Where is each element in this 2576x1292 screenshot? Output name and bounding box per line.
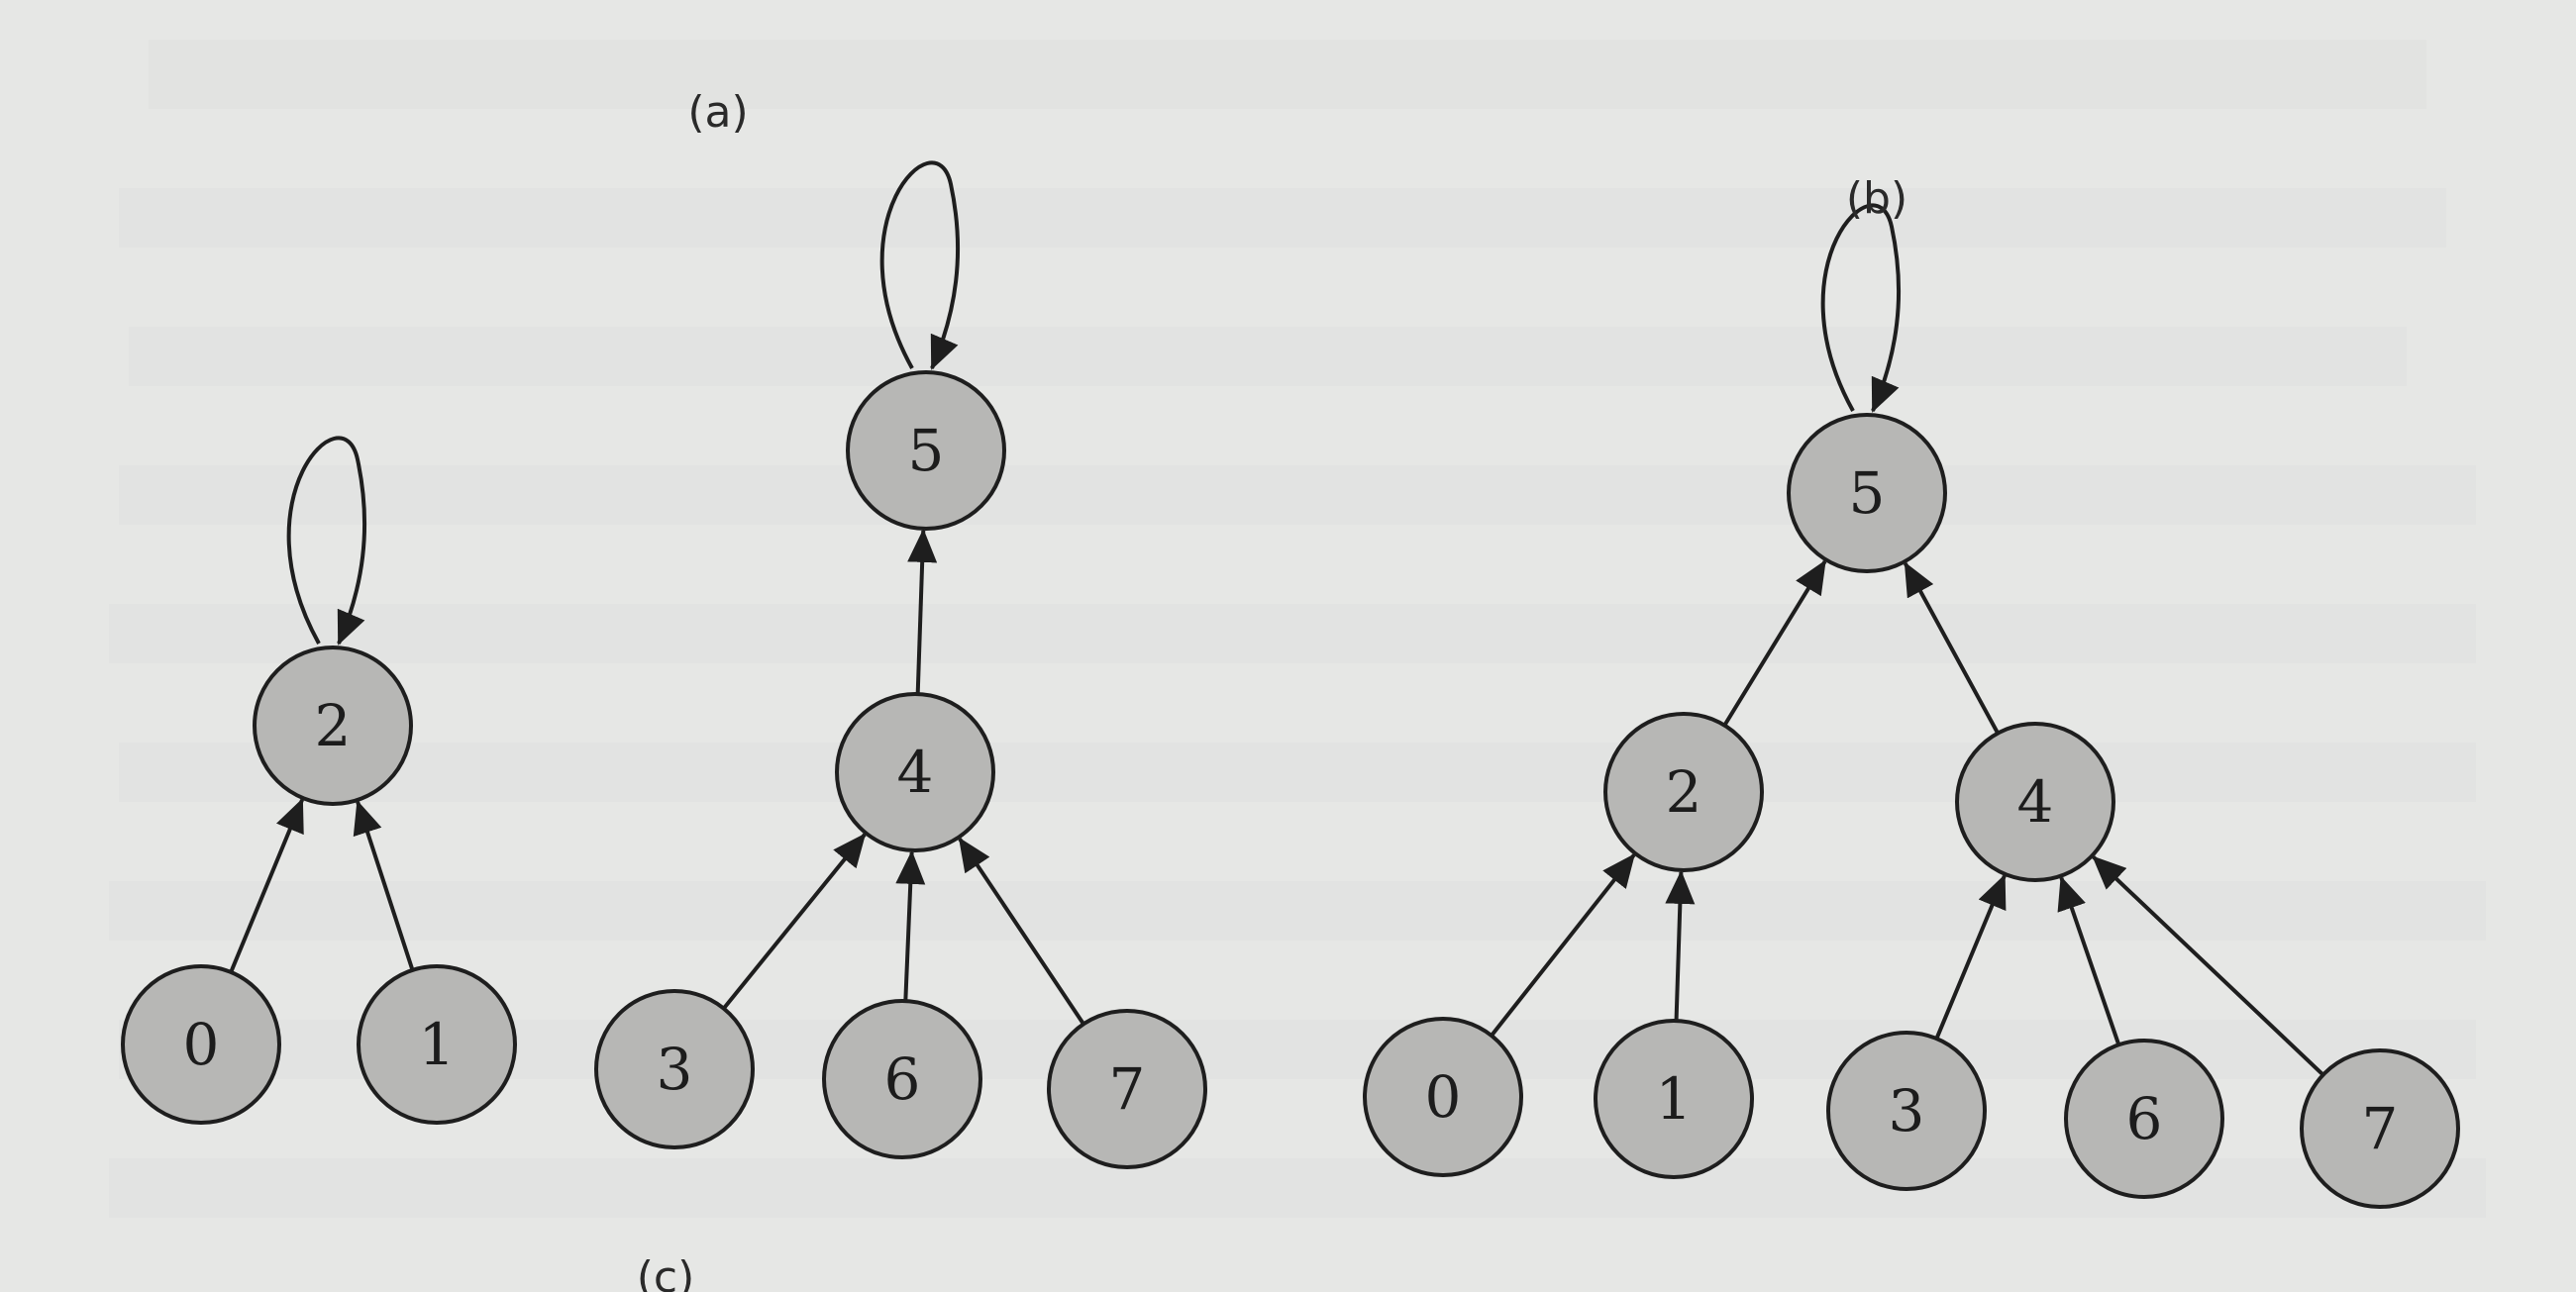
node-label: 7 [2362,1095,2399,1162]
node-b3: 3 [1826,1031,1987,1191]
self-loop-b5 [1820,203,1902,413]
node-label: 3 [657,1036,693,1103]
node-circle [822,999,982,1159]
node-label: 6 [884,1045,921,1113]
edge-b4-to-b5 [1903,561,2000,735]
edge-b1-to-b2 [1665,869,1696,1022]
node-label: 6 [2126,1085,2163,1152]
node-circle [121,964,281,1125]
node-label: 7 [1109,1055,1146,1123]
node-label: 0 [1425,1063,1462,1131]
node-label: 1 [1656,1065,1693,1133]
node-label: 2 [1666,758,1702,826]
self-loops-layer [286,160,1902,646]
node-circle [1047,1009,1207,1169]
node-b6: 6 [2064,1039,2224,1199]
node-label: 3 [1889,1077,1925,1144]
edge-b6-to-b4 [2057,875,2121,1045]
edge-b7-to-b4 [2092,855,2325,1077]
node-circle [594,989,755,1149]
node-b5: 5 [1787,413,1947,573]
node-label: 1 [419,1011,456,1078]
node-circle [835,692,995,852]
edge-b0-to-b2 [1490,853,1636,1038]
edge-b3-to-b4 [1934,873,2007,1040]
node-a4: 4 [835,692,995,852]
node-circle [1363,1017,1523,1177]
edge-a0-to-a2 [229,798,304,973]
node-b7: 7 [2300,1048,2460,1209]
node-circle [1787,413,1947,573]
edge-a7-to-a4 [958,837,1085,1026]
node-a2: 2 [253,646,413,806]
self-loop-a2 [286,436,367,646]
node-circle [2064,1039,2224,1199]
node-b4: 4 [1955,722,2115,882]
edge-a6-to-a4 [895,849,926,1002]
node-circle [2300,1048,2460,1209]
node-circle [1826,1031,1987,1191]
caption-a: (a) [687,87,748,138]
node-circle [1955,722,2115,882]
node-b1: 1 [1594,1019,1754,1179]
nodes-layer: 2 0 1 5 4 3 6 7 5 2 4 0 1 3 6 7 [121,370,2460,1209]
node-circle [846,370,1006,531]
node-a5: 5 [846,370,1006,531]
node-b0: 0 [1363,1017,1523,1177]
node-b2: 2 [1603,712,1764,872]
node-label: 5 [908,417,945,484]
node-label: 4 [2017,768,2054,836]
node-circle [357,964,517,1125]
node-a3: 3 [594,989,755,1149]
node-circle [1594,1019,1754,1179]
caption-b: (b) [1846,173,1907,224]
caption-c: (c) [637,1252,695,1292]
edge-b2-to-b5 [1722,559,1827,727]
edge-a4-to-a5 [907,528,938,695]
self-loop-a5 [879,160,961,370]
node-circle [253,646,413,806]
edges-layer [229,528,2325,1077]
edge-a3-to-a4 [722,833,867,1010]
node-a1: 1 [357,964,517,1125]
edge-a1-to-a2 [353,800,415,971]
node-label: 2 [315,692,352,759]
node-a0: 0 [121,964,281,1125]
node-a7: 7 [1047,1009,1207,1169]
node-circle [1603,712,1764,872]
node-label: 5 [1849,459,1886,527]
node-label: 0 [183,1011,220,1078]
node-label: 4 [897,739,934,806]
node-a6: 6 [822,999,982,1159]
